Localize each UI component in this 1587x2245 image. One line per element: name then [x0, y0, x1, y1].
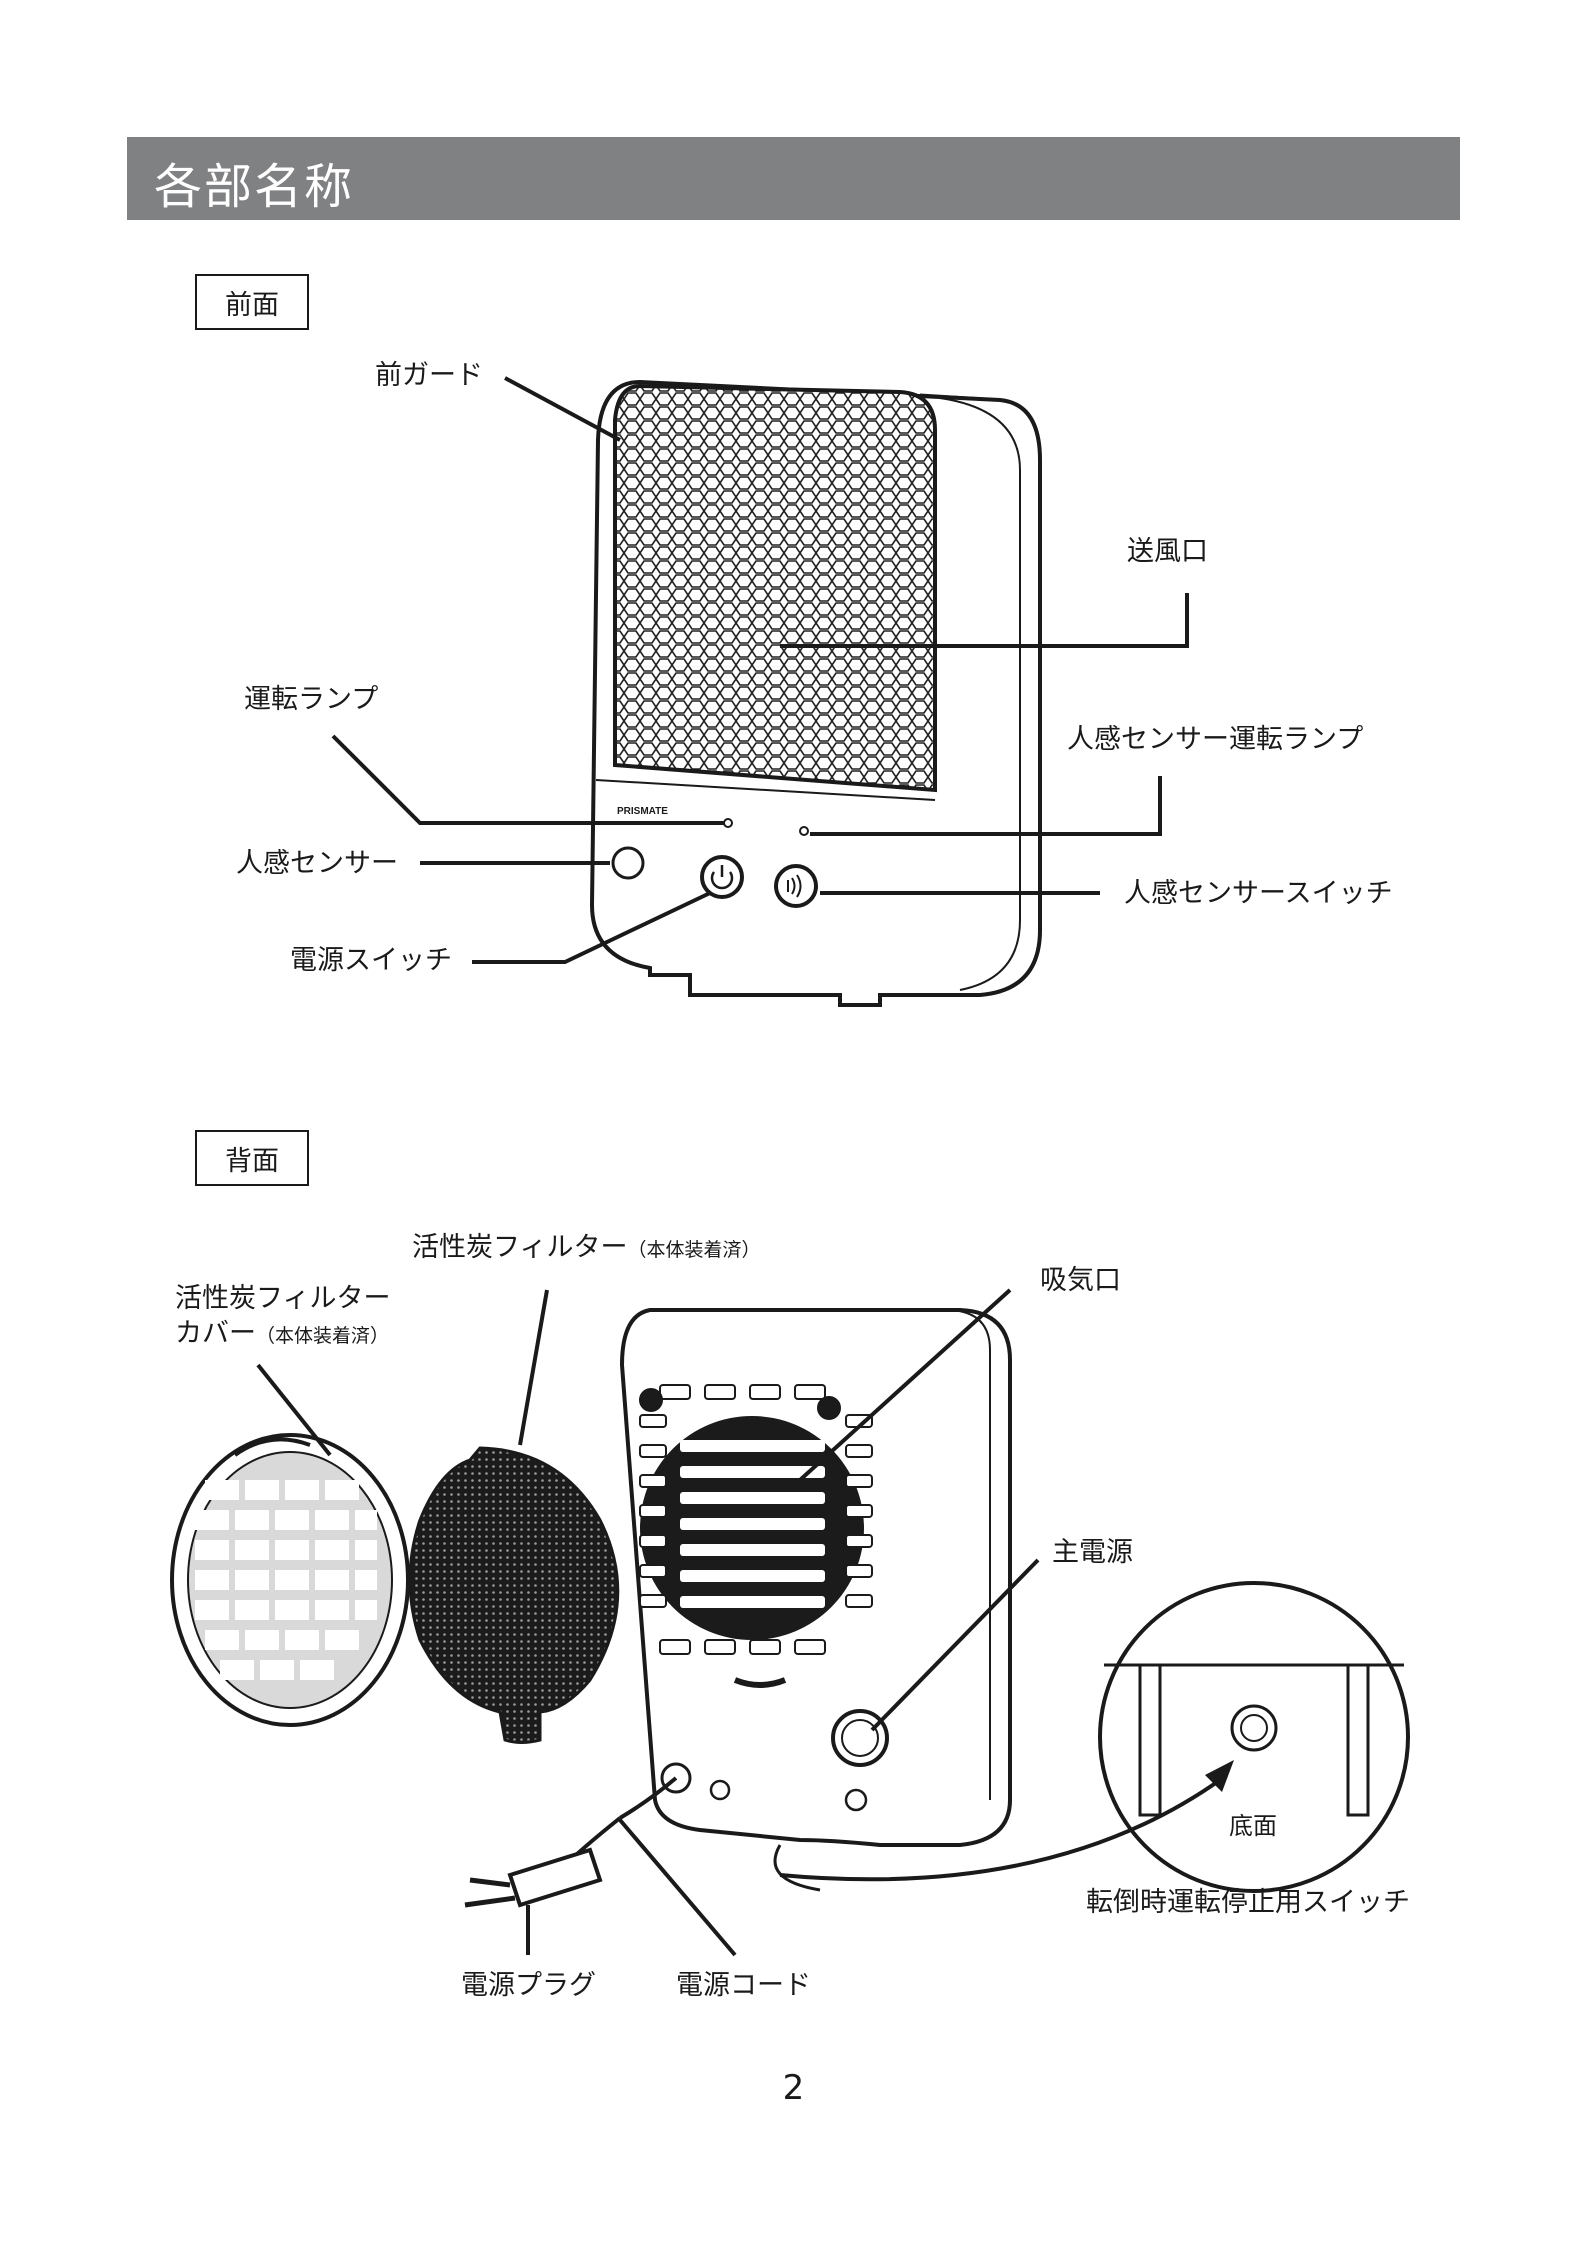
label-bottom: 底面: [1229, 1814, 1277, 1838]
label-air-intake: 吸気口: [1040, 1267, 1121, 1294]
human-sensor-window: [613, 848, 643, 878]
sensor-lamp-dot: [800, 827, 808, 835]
back-small-button-2: [846, 1790, 866, 1810]
label-filter-text: 活性炭フィルター: [412, 1232, 627, 1263]
filter-cover: [172, 1435, 408, 1725]
bottom-inset: [1100, 1583, 1408, 1891]
page-number: 2: [0, 2068, 1587, 2108]
section-header: 各部名称: [127, 137, 1460, 220]
label-power-switch: 電源スイッチ: [290, 947, 452, 974]
label-power-cord: 電源コード: [676, 1972, 811, 1999]
front-guard-grille: [615, 386, 935, 790]
brand-logo: PRISMATE: [617, 806, 668, 817]
label-main-power: 主電源: [1052, 1539, 1133, 1566]
label-filter-cover-line1: 活性炭フィルター: [175, 1285, 390, 1312]
operation-lamp-dot: [724, 819, 732, 827]
label-filter-note: （本体装着済）: [627, 1239, 760, 1261]
back-section-label: 背面: [195, 1130, 309, 1186]
label-filter-cover-line2: カバー（本体装着済）: [175, 1320, 389, 1347]
back-small-button: [711, 1781, 729, 1799]
label-sensor-lamp: 人感センサー運転ランプ: [1067, 726, 1363, 753]
front-section-label: 前面: [195, 274, 309, 330]
label-filter-cover-text: カバー: [175, 1318, 256, 1349]
power-switch-icon: [702, 857, 742, 897]
sensor-switch-icon: [776, 866, 816, 906]
label-power-plug: 電源プラグ: [461, 1972, 596, 1999]
label-air-outlet: 送風口: [1127, 538, 1208, 565]
label-front-guard: 前ガード: [375, 362, 483, 389]
charcoal-filter: [410, 1448, 618, 1743]
page-title: 各部名称: [154, 147, 354, 217]
label-human-sensor: 人感センサー: [236, 850, 398, 877]
power-plug-icon: [465, 1850, 600, 1905]
label-filter-cover-note: （本体装着済）: [256, 1325, 389, 1347]
label-filter: 活性炭フィルター（本体装着済）: [412, 1234, 760, 1261]
label-tip-switch: 転倒時運転停止用スイッチ: [1086, 1889, 1410, 1916]
label-operation-lamp: 運転ランプ: [244, 686, 378, 713]
label-sensor-switch: 人感センサースイッチ: [1124, 880, 1393, 907]
main-power-switch-icon: [833, 1711, 887, 1765]
